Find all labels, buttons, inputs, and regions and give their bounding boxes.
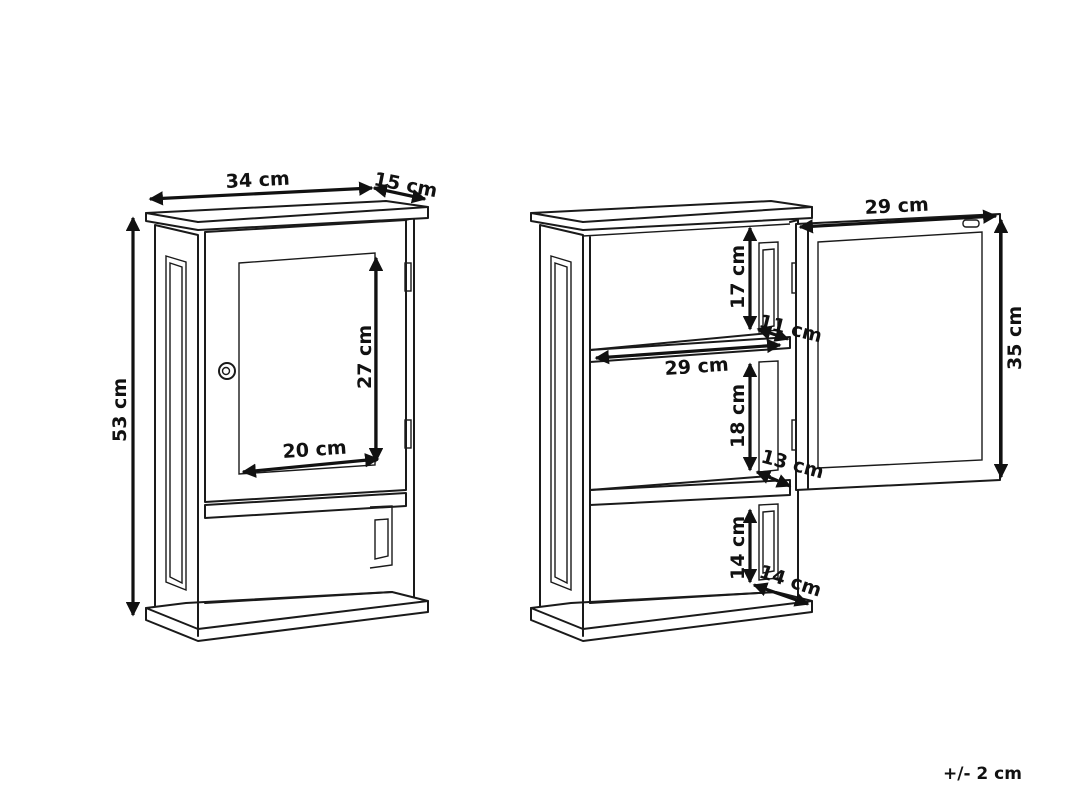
door-width-arrow bbox=[798, 209, 998, 234]
open-door bbox=[795, 213, 1001, 491]
tolerance-note: +/- 2 cm bbox=[943, 764, 1022, 784]
mirror-width-label: 20 cm bbox=[282, 437, 348, 463]
door-knob bbox=[218, 362, 236, 380]
bottom-depth-arrow bbox=[752, 582, 810, 607]
width-label: 34 cm bbox=[225, 168, 290, 193]
depth-label: 15 cm bbox=[372, 168, 439, 202]
lower-compartment-label: 14 cm bbox=[727, 516, 749, 580]
upper-shelf-depth-arrow bbox=[756, 326, 790, 342]
height-label: 53 cm bbox=[109, 378, 131, 442]
closed-cabinet bbox=[145, 200, 429, 642]
cabinet-door bbox=[204, 219, 407, 503]
door-hinge bbox=[404, 262, 412, 292]
middle-compartment-label: 18 cm bbox=[727, 384, 749, 448]
width-dimension-arrow bbox=[148, 181, 374, 206]
shelf-width-label: 29 cm bbox=[664, 354, 730, 380]
door-width-label: 29 cm bbox=[864, 194, 929, 219]
upper-compartment-label: 17 cm bbox=[727, 245, 749, 309]
door-hinge bbox=[404, 419, 412, 449]
door-height-label: 35 cm bbox=[1004, 306, 1026, 370]
mirror-height-label: 27 cm bbox=[354, 325, 376, 389]
middle-shelf-depth-arrow bbox=[755, 470, 792, 488]
depth-dimension-arrow bbox=[372, 183, 427, 204]
open-door-mirror bbox=[817, 231, 983, 469]
shelf-width-arrow bbox=[594, 338, 782, 365]
mirror-width-arrow bbox=[241, 453, 380, 478]
open-cabinet bbox=[530, 200, 1001, 642]
